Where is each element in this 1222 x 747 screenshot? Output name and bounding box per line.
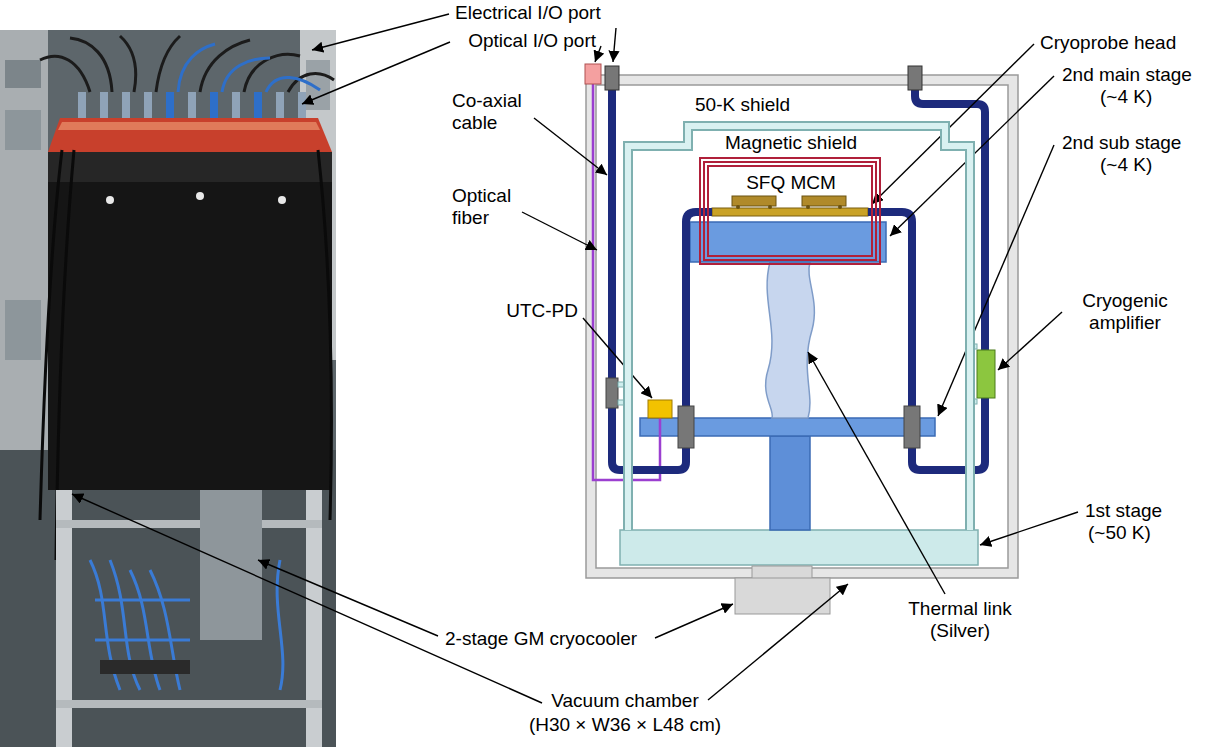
leader-line [534,118,607,175]
frame-leg [56,490,72,747]
part-label: (H30 × W36 × L48 cm) [529,714,721,736]
part-label: (Silver) [930,620,990,642]
frame-bar [56,520,322,528]
part-label: Co-axial cable [452,90,542,134]
leader-line [938,145,1054,416]
connector [210,92,218,118]
top-plate [48,118,332,152]
chamber-lid [48,152,332,182]
leader-line [302,42,450,104]
part-label: Thermal link [908,598,1011,620]
shield-label: Magnetic shield [696,132,886,154]
blue-cables [90,560,283,690]
chip-bump [838,205,842,209]
thermal-link [766,262,815,418]
screw [106,196,114,204]
cables [178,44,320,92]
frame-leg [306,490,322,747]
stage-connector [904,406,920,448]
part-label: Cryogenic amplifier [1070,290,1180,334]
apparatus-photo [0,30,336,747]
connector [232,92,240,118]
leader-line [522,212,597,250]
magnetic-shield: Magnetic shieldSFQ MCM [696,130,886,266]
connector [276,92,284,118]
leader-line [708,584,848,700]
cables [40,36,334,92]
cryogenic-amplifier [977,350,995,398]
leader-line [258,560,438,636]
electrical-port [908,66,922,90]
chip-bump [736,205,740,209]
utc-pd [648,400,672,418]
leader-line [613,28,616,62]
connector [188,92,196,118]
vacuum-chamber-photo [48,152,332,490]
thermal-shield: 50-K shieldMagnetic shieldSFQ MCM [620,94,980,536]
part-label: Electrical I/O port [455,2,601,24]
connector [254,92,262,118]
shield-label: 50-K shield [695,94,790,116]
sfq-chip [802,196,846,206]
part-label: (~4 K) [1100,154,1152,176]
part-label: 2nd main stage [1062,64,1192,86]
leader-line [998,312,1062,370]
instrument-panel [5,110,41,150]
cryoprobe-head [712,208,868,216]
screw [278,196,286,204]
coaxial-cable [868,212,912,408]
connector [166,92,174,118]
part-label: Optical I/O port [468,30,596,52]
part-label: 1st stage [1085,500,1162,522]
first-stage [620,530,978,565]
part-label: Optical fiber [452,185,532,229]
instrument-panel [5,300,41,360]
leader-line [980,512,1078,545]
optical-port [585,64,601,84]
connector [144,92,152,118]
leader-line [655,604,733,638]
lab-instrument [0,30,48,450]
part-label: (~4 K) [1100,86,1152,108]
part-label: Vacuum chamber [551,690,699,712]
leader-line [72,494,542,703]
frame-bar [56,700,322,708]
shield-wall-inner [628,126,970,530]
instrument-panel [5,60,41,88]
chip-bump [806,205,810,209]
shield-wall [628,126,970,530]
leader-line [808,352,945,594]
photo-floor [0,450,336,747]
sfq-chip [732,196,776,206]
connector-block [100,660,190,674]
connector [100,92,108,118]
connector [298,92,306,118]
stage-pillar [770,436,810,530]
part-label: UTC-PD [506,300,578,322]
module-label: SFQ MCM [696,172,886,194]
leader-line [583,318,652,398]
vacuum-chamber-inner [596,85,1008,568]
cryostat-schematic [585,64,1018,614]
connector [122,92,130,118]
part-label: 2nd sub stage [1062,132,1181,154]
part-label: (~50 K) [1088,522,1151,544]
electrical-port [605,66,619,90]
gm-cryocooler [735,578,830,614]
part-label: Cryoprobe head [1040,32,1176,54]
leader-line [312,14,449,50]
shield-outline [620,94,980,536]
connector [78,92,86,118]
leader-lines [72,14,1078,703]
top-plate-highlight [58,122,320,130]
stage-connector [678,406,694,448]
chip-bump [768,205,772,209]
part-label: 2-stage GM cryocooler [445,628,637,650]
feedthrough-connector [606,378,618,408]
photo-background [0,30,336,747]
screw [196,192,204,200]
vacuum-chamber [586,75,1018,578]
